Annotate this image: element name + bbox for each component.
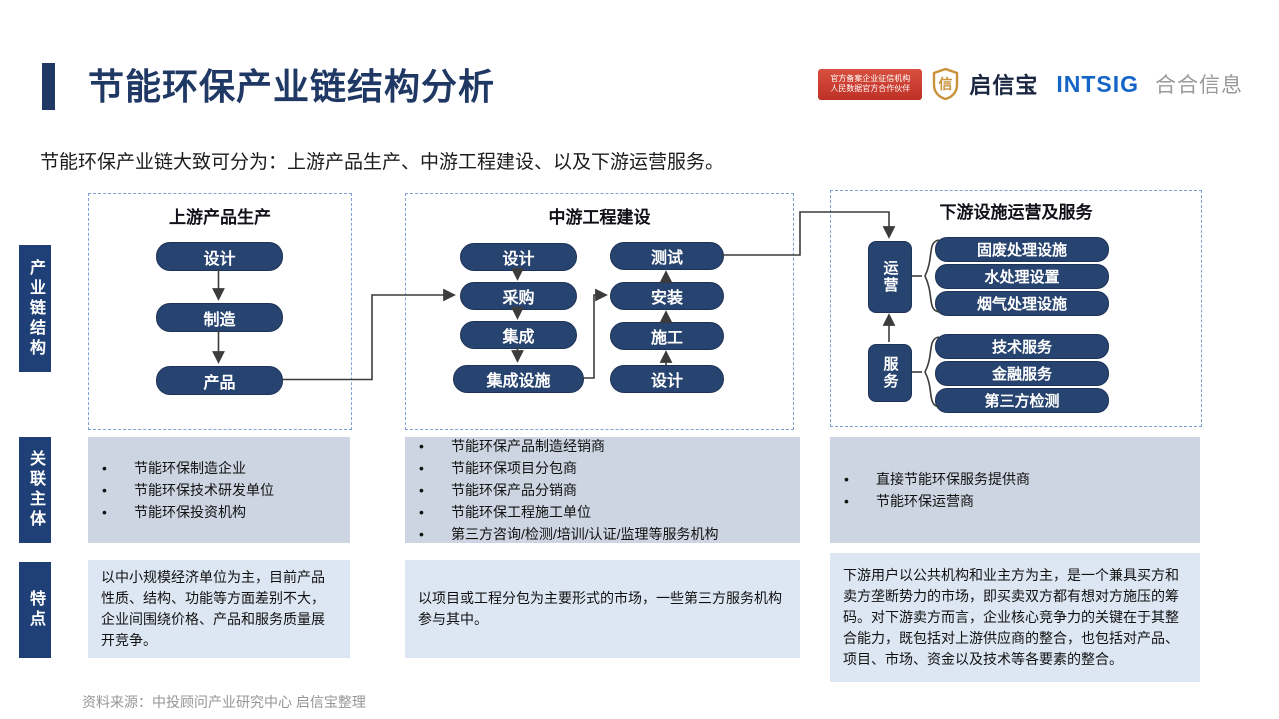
node-solid-waste-facility: 固废处理设施 [935,237,1109,262]
node-third-party-testing: 第三方检测 [935,388,1109,413]
node-mid-design: 设计 [460,243,577,271]
node-water-treatment: 水处理设置 [935,264,1109,289]
node-upstream-design: 设计 [156,242,283,271]
badge-line1: 官方备案企业征信机构 [830,74,911,83]
node-flue-gas-facility: 烟气处理设施 [935,291,1109,316]
downstream-box: 下游设施运营及服务 [830,190,1202,427]
list-item: 直接节能环保服务提供商 [830,468,1200,490]
title-accent-bar [42,63,55,110]
midstream-box: 中游工程建设 [405,193,794,430]
features-upstream-panel: 以中小规模经济单位为主，目前产品性质、结构、功能等方面差别不大，企业间围绕价格、… [88,560,350,658]
node-mid-integrated-facility: 集成设施 [453,365,584,393]
logo-row: 官方备案企业征信机构 人民数据官方合作伙伴 信 启信宝 INTSIG 合合信息 [818,68,1243,100]
node-mid-integration: 集成 [460,321,577,349]
node-financial-service: 金融服务 [935,361,1109,386]
features-downstream-panel: 下游用户以公共机构和业主方为主，是一个兼具买方和卖方垄断势力的市场，即买卖双方都… [830,553,1200,682]
entities-downstream-list: 直接节能环保服务提供商 节能环保运营商 [830,468,1200,512]
node-mid-testing: 测试 [610,242,724,270]
node-mid-installation: 安装 [610,282,724,310]
rail-related-entities: 关联主体 [19,437,51,543]
midstream-box-title: 中游工程建设 [548,208,651,227]
qixinbao-logo-text: 启信宝 [969,73,1039,98]
list-item: 节能环保运营商 [830,490,1200,512]
features-midstream-text: 以项目或工程分包为主要形式的市场，一些第三方服务机构参与其中。 [418,590,782,627]
node-mid-design2: 设计 [610,365,724,393]
badge-line2: 人民数据官方合作伙伴 [830,84,911,93]
intro-text: 节能环保产业链大致可分为：上游产品生产、中游工程建设、以及下游运营服务。 [40,152,725,173]
list-item: 节能环保技术研发单位 [88,479,350,501]
list-item: 节能环保投资机构 [88,501,350,523]
list-item: 第三方咨询/检测/培训/认证/监理等服务机构 [405,523,800,545]
node-upstream-product: 产品 [156,366,283,395]
certification-badge: 官方备案企业征信机构 人民数据官方合作伙伴 [818,68,923,100]
intsig-logo-text: INTSIG [1056,70,1139,97]
page-title: 节能环保产业链结构分析 [88,66,496,107]
rail-features: 特点 [19,562,51,658]
list-item: 节能环保制造企业 [88,457,350,479]
qixinbao-shield-icon: 信 [933,68,959,100]
node-technical-service: 技术服务 [935,334,1109,359]
footer-source: 资料来源：中投顾问产业研究中心 启信宝整理 [82,694,366,710]
list-item: 节能环保工程施工单位 [405,501,800,523]
upstream-box-title: 上游产品生产 [169,208,271,227]
downstream-box-title: 下游设施运营及服务 [939,203,1093,222]
node-mid-procurement: 采购 [460,282,577,310]
entities-downstream-panel: 直接节能环保服务提供商 节能环保运营商 [830,437,1200,543]
node-mid-construction: 施工 [610,322,724,350]
entities-upstream-list: 节能环保制造企业 节能环保技术研发单位 节能环保投资机构 [88,457,350,523]
features-upstream-text: 以中小规模经济单位为主，目前产品性质、结构、功能等方面差别不大，企业间围绕价格、… [101,569,325,648]
features-midstream-panel: 以项目或工程分包为主要形式的市场，一些第三方服务机构参与其中。 [405,560,800,658]
list-item: 节能环保产品分销商 [405,479,800,501]
svg-text:信: 信 [939,76,953,92]
features-downstream-text: 下游用户以公共机构和业主方为主，是一个兼具买方和卖方垄断势力的市场，即买卖双方都… [843,567,1179,667]
list-item: 节能环保项目分包商 [405,457,800,479]
entities-midstream-panel: 节能环保产品制造经销商 节能环保项目分包商 节能环保产品分销商 节能环保工程施工… [405,435,800,545]
entities-midstream-list: 节能环保产品制造经销商 节能环保项目分包商 节能环保产品分销商 节能环保工程施工… [405,435,800,545]
node-service: 服务 [868,344,912,402]
node-upstream-manufacture: 制造 [156,303,283,332]
entities-upstream-panel: 节能环保制造企业 节能环保技术研发单位 节能环保投资机构 [88,437,350,543]
rail-chain-structure: 产业链结构 [19,245,51,372]
intsig-suffix-text: 合合信息 [1155,74,1243,97]
list-item: 节能环保产品制造经销商 [405,435,800,457]
node-operation: 运营 [868,241,912,313]
